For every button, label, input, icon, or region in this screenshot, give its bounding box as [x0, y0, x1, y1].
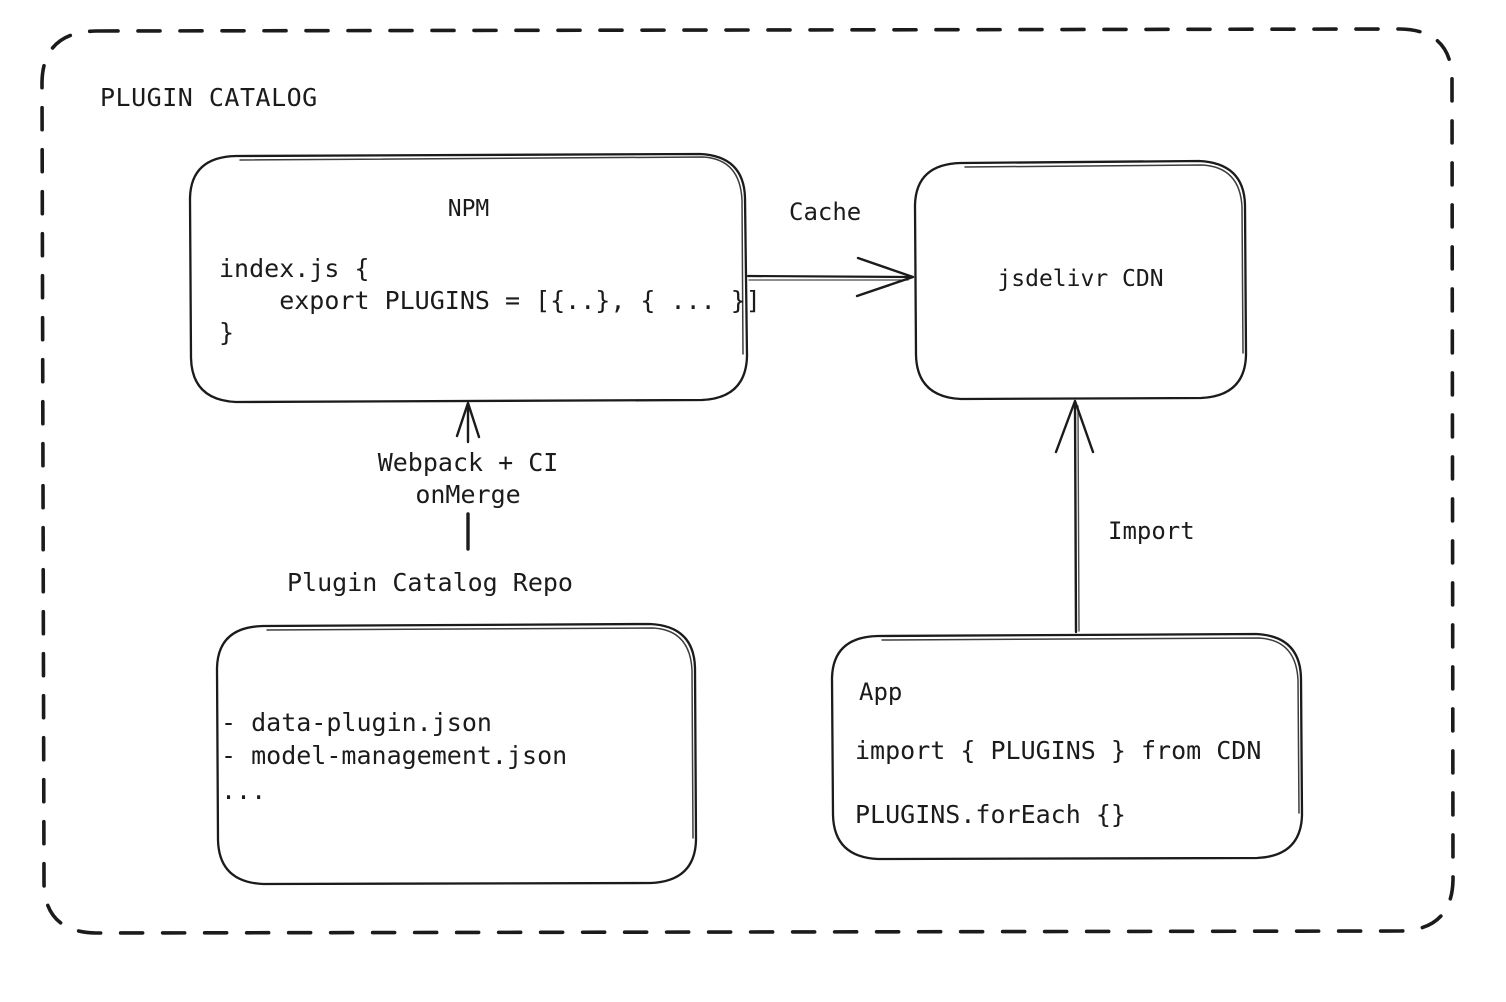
- edge-npm-to-cdn: [746, 256, 915, 298]
- node-app-outline-sketch: [881, 637, 1300, 814]
- edge-label-webpack-ci: Webpack + CI: [377, 448, 559, 477]
- node-npm-code-line-2: export PLUGINS = [{..}, { ... }]: [219, 286, 761, 315]
- edge-app-to-cdn: [1054, 399, 1095, 634]
- node-npm-code-line-3: }: [219, 318, 235, 347]
- node-repo-line-2: - model-management.json: [221, 741, 568, 770]
- node-app-code-line-1: import { PLUGINS } from CDN: [855, 736, 1262, 765]
- edge-label-cache: Cache: [789, 198, 862, 226]
- node-repo-line-3: ...: [221, 776, 267, 805]
- node-repo-label: Plugin Catalog Repo: [287, 568, 573, 597]
- node-npm-title: NPM: [447, 196, 490, 222]
- node-npm-code-line-1: index.js {: [219, 254, 370, 283]
- edge-label-onmerge: onMerge: [415, 480, 521, 509]
- group-title: PLUGIN CATALOG: [100, 83, 318, 112]
- node-repo-line-1: - data-plugin.json: [221, 708, 492, 737]
- node-cdn-title: jsdelivr CDN: [997, 266, 1164, 292]
- node-app-code-line-2: PLUGINS.forEach {}: [855, 800, 1126, 829]
- node-cdn-outline-sketch: [964, 164, 1244, 354]
- node-app-title: App: [859, 678, 903, 706]
- edge-label-import: Import: [1108, 517, 1195, 545]
